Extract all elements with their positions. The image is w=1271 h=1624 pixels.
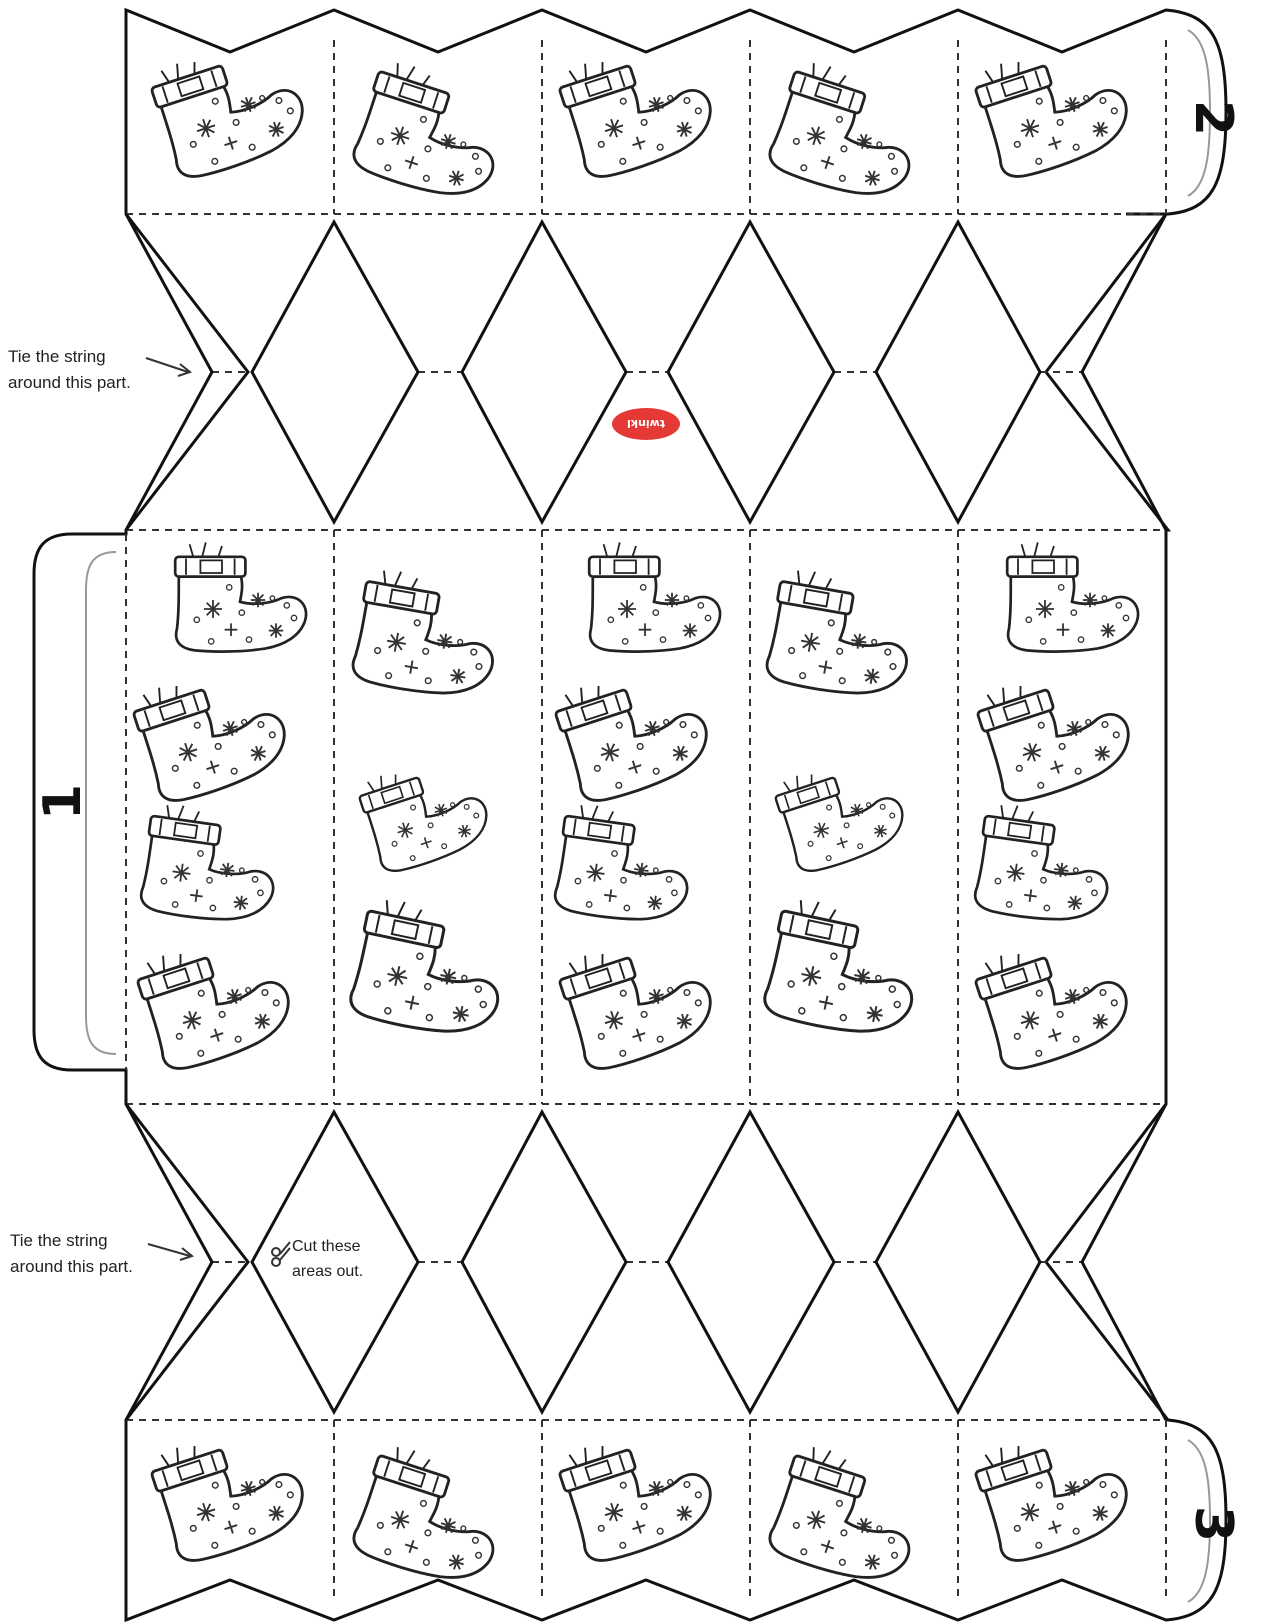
waist-lines bbox=[124, 213, 1168, 1421]
fold-lines bbox=[125, 40, 1167, 1600]
cut-out-diamonds-bottom bbox=[250, 1108, 1042, 1416]
tie-string-note-top: Tie the string around this part. bbox=[8, 347, 131, 392]
tab-number-top: 2 bbox=[1183, 100, 1243, 136]
cut-out-note: Cut these areas out. bbox=[292, 1238, 364, 1280]
tie-string-note-bottom: Tie the string around this part. bbox=[10, 1231, 133, 1276]
tab-number-left: 1 bbox=[33, 784, 93, 820]
cut-out-diamonds-top bbox=[250, 218, 1042, 526]
glue-tabs bbox=[85, 29, 1212, 1603]
tab-number-bottom: 3 bbox=[1183, 1506, 1243, 1542]
cracker-outline bbox=[32, 7, 1228, 1623]
scissors-icon bbox=[271, 1241, 291, 1267]
right-arrow-icon bbox=[145, 357, 195, 1261]
twinkl-logo-icon: twinkl bbox=[612, 408, 680, 440]
svg-text:twinkl: twinkl bbox=[627, 417, 665, 430]
